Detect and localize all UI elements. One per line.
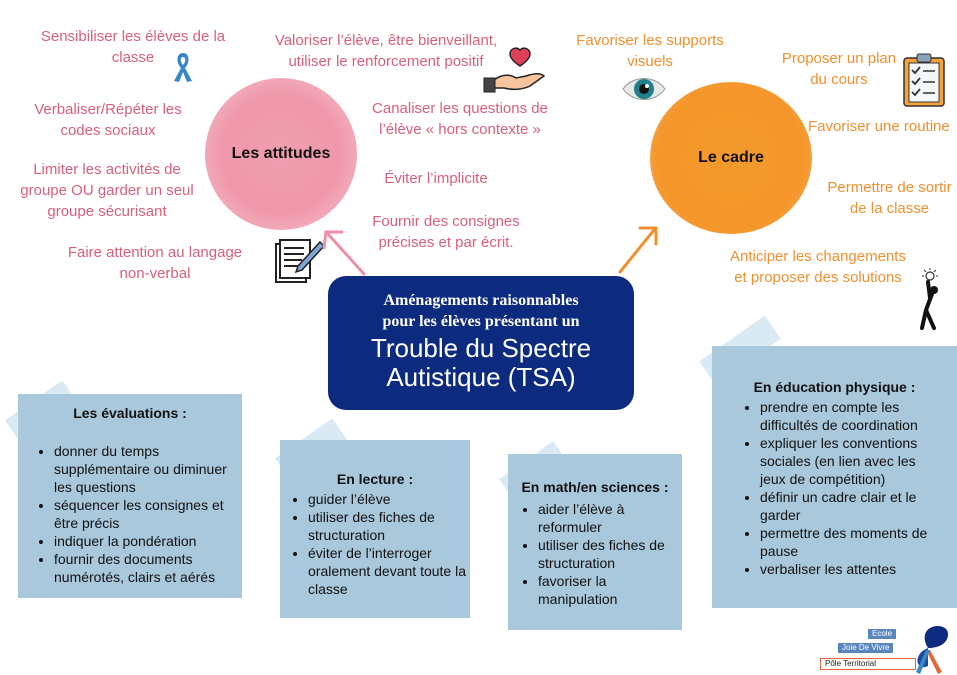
list-item: guider l’élève [308,490,470,508]
center-subtitle: Aménagements raisonnables pour les élève… [328,290,634,332]
list-item: utiliser des fiches de structuration [308,508,470,544]
center-title: Trouble du Spectre Autistique (TSA) [328,334,634,392]
cadre-blob: Le cadre [650,82,812,234]
attitude-item-sensibiliser: Sensibiliser les élèves de la classe [28,26,238,68]
attitude-line: groupe sécurisant [47,203,167,220]
cadre-line: visuels [627,53,673,70]
card-list: donner du temps supplémentaire ou diminu… [18,442,242,586]
card-list: guider l’élève utiliser des fiches de st… [280,490,470,598]
center-title-line: Trouble du Spectre [370,333,592,363]
attitude-line: Sensibiliser les élèves de la [40,28,226,45]
attitude-line: Verbaliser/Répéter les [34,101,182,118]
list-item: fournir des documents numérotés, clairs … [54,550,242,586]
cadre-line: Proposer un plan [781,50,897,67]
cadre-title: Le cadre [698,149,764,166]
attitude-item-faire-attention: Faire attention au langage non-verbal [55,242,255,284]
logo-text-joie: Joie De Vivre [838,643,894,653]
list-item: permettre des moments de pause [760,524,939,560]
eye-icon [622,78,666,100]
attitude-line: Valoriser l’élève, être bienveillant, [274,32,498,49]
list-item: aider l’élève à reformuler [538,500,682,536]
cadre-line: Anticiper les changements [730,248,906,265]
list-item: définir un cadre clair et le garder [760,488,939,524]
center-title-line: Autistique (TSA) [386,362,576,392]
attitude-item-fournir: Fournir des consignes précises et par éc… [360,211,532,253]
attitude-item-canaliser: Canaliser les questions de l’élève « hor… [362,98,558,140]
attitudes-blob: Les attitudes [205,78,357,230]
card-evaluations: Les évaluations : donner du temps supplé… [18,394,242,598]
attitude-item-valoriser: Valoriser l’élève, être bienveillant, ut… [253,30,519,72]
butterfly-logo-icon [916,625,948,674]
attitude-line: Fournir des consignes [372,213,520,230]
card-math: En math/en sciences : aider l’élève à re… [508,454,682,630]
card-title: En lecture : [336,471,414,487]
card-title: Les évaluations : [73,405,187,421]
attitude-line: non-verbal [119,265,191,282]
school-logo: Ecole Joie De Vivre Pôle Territorial [816,620,957,675]
cadre-item-routine: Favoriser une routine [808,116,957,137]
cadre-line: et proposer des solutions [734,269,902,286]
card-list: prendre en compte les difficultés de coo… [712,398,957,578]
cadre-item-plan: Proposer un plan du cours [774,48,904,90]
heart-hand-icon [483,47,546,93]
document-pen-icon [275,239,324,283]
ribbon-icon [174,53,192,82]
attitude-item-limiter: Limiter les activités de groupe OU garde… [12,159,202,222]
attitude-item-eviter: Éviter l’implicite [372,168,500,189]
list-item: favoriser la manipulation [538,572,682,608]
person-idea-icon [920,268,938,330]
list-item: donner du temps supplémentaire ou diminu… [54,442,242,496]
logo-text-pole: Pôle Territorial [820,658,916,670]
arrow-icon [618,226,658,274]
card-lecture: En lecture : guider l’élève utiliser des… [280,440,470,618]
arrow-icon [322,230,366,276]
checklist-icon [903,53,945,107]
cadre-item-supports: Favoriser les supports visuels [566,30,734,72]
list-item: indiquer la pondération [54,532,242,550]
cadre-item-anticiper: Anticiper les changements et proposer de… [718,246,918,288]
attitude-line: Faire attention au langage [67,244,243,261]
attitude-line: classe [111,49,155,66]
list-item: séquencer les consignes et être précis [54,496,242,532]
attitude-line: précises et par écrit. [378,234,514,251]
center-subtitle-line: pour les élèves présentant un [382,313,580,330]
cadre-item-sortir: Permettre de sortir de la classe [822,177,957,219]
attitude-line: Canaliser les questions de [372,100,548,117]
card-title: En éducation physique : [753,379,916,395]
center-title-box: Aménagements raisonnables pour les élève… [328,276,634,410]
cadre-line: Permettre de sortir [827,179,952,196]
attitude-line: l’élève « hors contexte » [379,121,541,138]
attitude-line: groupe OU garder un seul [20,182,194,199]
attitudes-title: Les attitudes [231,145,331,162]
attitude-item-verbaliser: Verbaliser/Répéter les codes sociaux [20,99,196,141]
card-list: aider l’élève à reformuler utiliser des … [508,500,682,608]
list-item: éviter de l’interroger oralement devant … [308,544,470,598]
cadre-line: Favoriser une routine [808,118,950,135]
card-eps: En éducation physique : prendre en compt… [712,346,957,608]
attitude-line: codes sociaux [60,122,156,139]
list-item: verbaliser les attentes [760,560,939,578]
attitude-line: utiliser le renforcement positif [288,53,484,70]
card-title: En math/en sciences : [521,479,669,495]
cadre-line: de la classe [849,200,930,217]
center-subtitle-line: Aménagements raisonnables [383,292,579,309]
attitude-line: Limiter les activités de [33,161,181,178]
list-item: prendre en compte les difficultés de coo… [760,398,939,434]
cadre-line: du cours [810,71,868,88]
cadre-line: Favoriser les supports [576,32,724,49]
logo-text-ecole: Ecole [868,629,897,639]
list-item: utiliser des fiches de structuration [538,536,682,572]
list-item: expliquer les conventions sociales (en l… [760,434,939,488]
attitude-line: Éviter l’implicite [384,170,488,187]
